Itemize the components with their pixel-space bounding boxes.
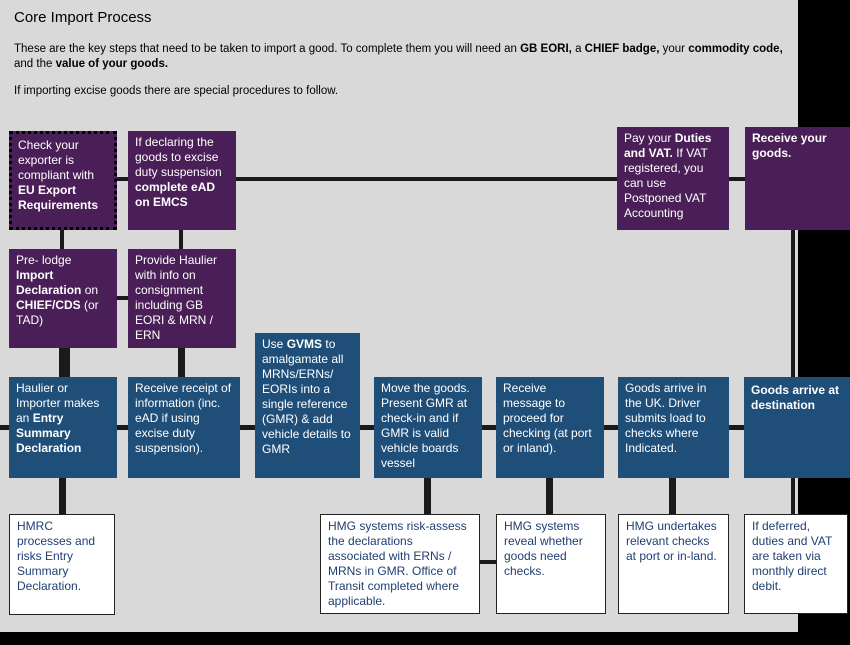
pay-duties-box: Pay your Duties and VAT. If VAT register… — [617, 127, 729, 230]
arrive-destination-box: Goods arrive at destination — [744, 377, 850, 478]
intro-text: These are the key steps that need to be … — [14, 43, 783, 70]
page-title: Core Import Process — [14, 9, 152, 26]
connector-v-destination — [791, 230, 795, 378]
connector-v-message — [546, 478, 553, 514]
connector-v-deferred — [791, 478, 795, 514]
connector-v-haulier — [178, 348, 185, 377]
connector-v-entry — [59, 478, 66, 514]
connector-white-mid — [480, 560, 496, 564]
connector-top-right — [729, 177, 745, 181]
connector-v-excise — [179, 230, 183, 249]
excise-note: If importing excise goods there are spec… — [14, 85, 339, 97]
receive-receipt-box: Receive receipt of information (inc. eAD… — [128, 377, 240, 478]
receive-message-box: Receive message to proceed for checking … — [496, 377, 604, 478]
provide-haulier-info-box: Provide Haulier with info on consignment… — [128, 249, 236, 348]
move-goods-box: Move the goods. Present GMR at check-in … — [374, 377, 482, 478]
gvms-box: Use GVMS to amalgamate all MRNs/ERNs/ EO… — [255, 333, 360, 478]
connector-purple-row2 — [117, 296, 128, 300]
excise-emcs-box: If declaring the goods to excise duty su… — [128, 131, 236, 230]
hmg-reveal-checks-box: HMG systems reveal whether goods need ch… — [496, 514, 606, 614]
hmg-undertakes-checks-box: HMG undertakes relevant checks at port o… — [618, 514, 729, 614]
check-exporter-box: Check your exporter is compliant with EU… — [9, 131, 117, 230]
goods-arrive-uk-box: Goods arrive in the UK. Driver submits l… — [618, 377, 729, 478]
connector-v-arrive — [669, 478, 676, 514]
entry-summary-box: Haulier or Importer makes an Entry Summa… — [9, 377, 117, 478]
connector-v-check — [60, 230, 64, 249]
connector-v-prelodge — [59, 348, 70, 377]
hmg-risk-assess-box: HMG systems risk-assess the declarations… — [320, 514, 480, 614]
receive-goods-box: Receive your goods. — [745, 127, 850, 230]
connector-top-row — [117, 177, 617, 181]
prelodge-declaration-box: Pre- lodge Import Declaration on CHIEF/C… — [9, 249, 117, 348]
connector-v-move — [424, 478, 431, 514]
hmrc-processes-box: HMRC processes and risks Entry Summary D… — [9, 514, 115, 615]
deferred-duties-box: If deferred, duties and VAT are taken vi… — [744, 514, 848, 614]
